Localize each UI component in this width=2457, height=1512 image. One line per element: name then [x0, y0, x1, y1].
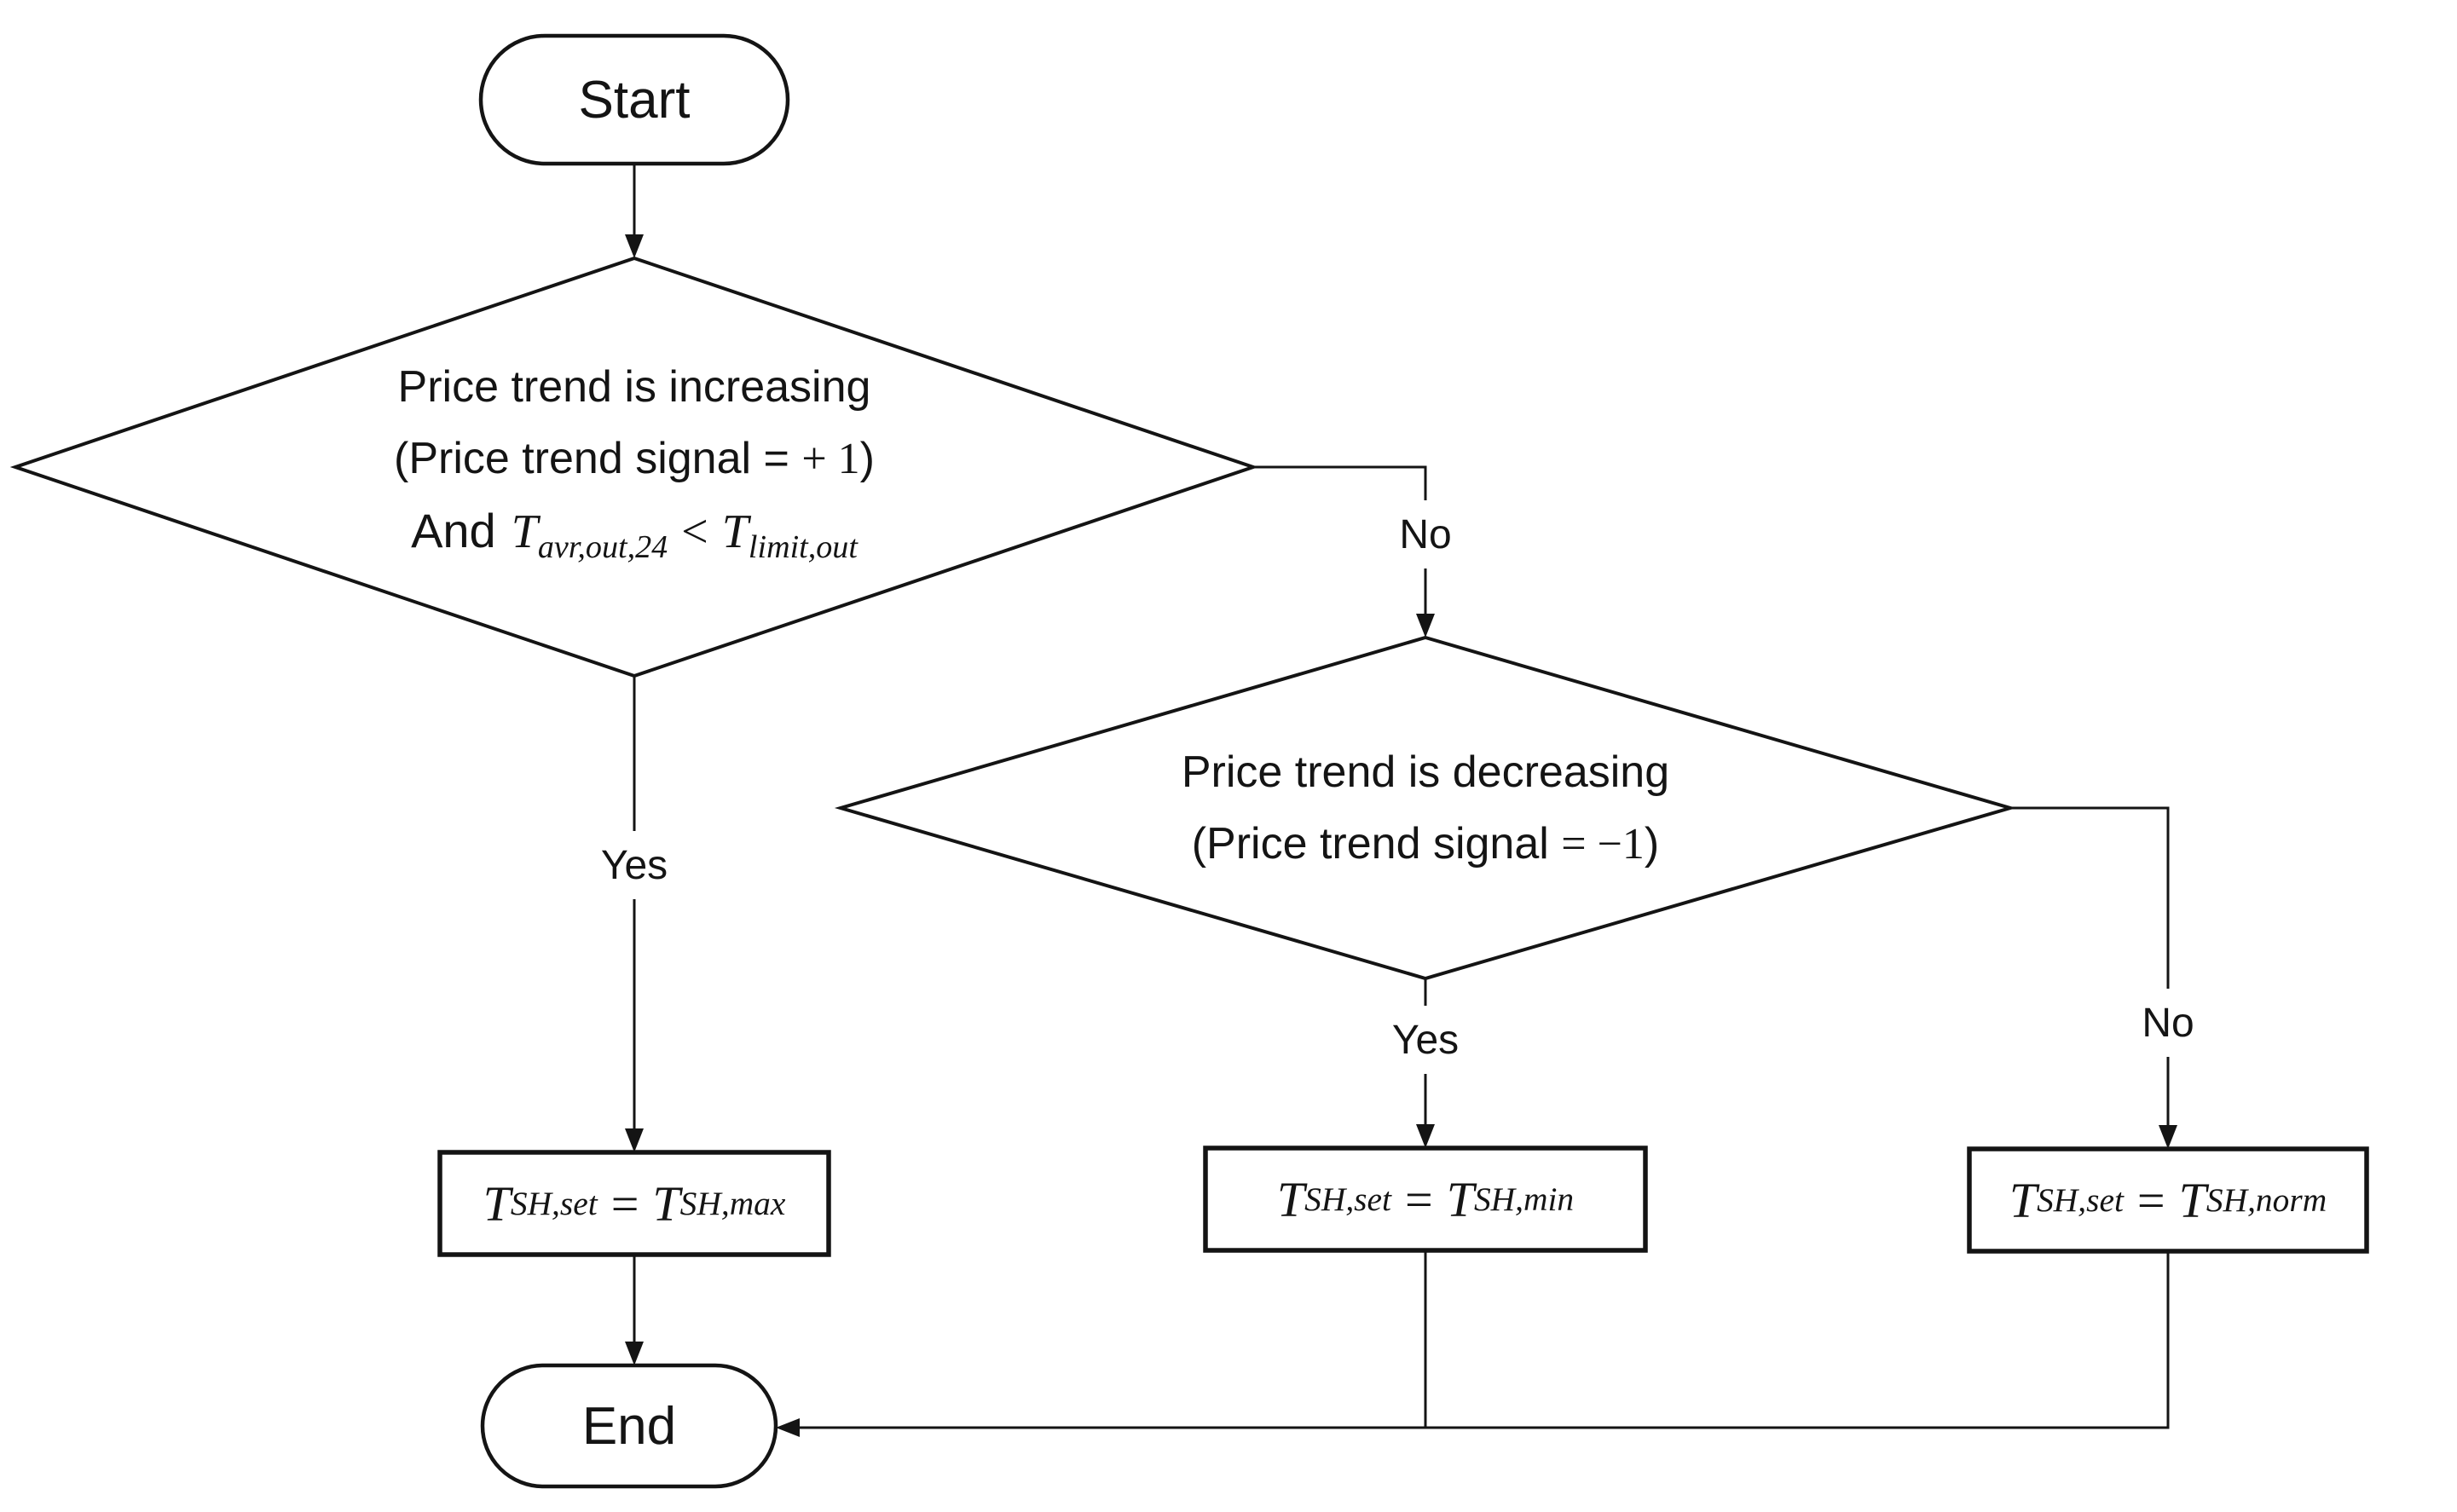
math-tsh-set-sub: SH,set	[1304, 1180, 1391, 1218]
start-node-shape	[478, 33, 790, 166]
math-equals-operator: =	[610, 1175, 639, 1232]
math-t-avr-sub: avr,out,24	[537, 529, 668, 566]
math-tsh-max-sub: SH,max	[679, 1185, 786, 1222]
math-t-avr-base: T	[511, 505, 538, 558]
math-tsh-norm-base: T	[2178, 1172, 2206, 1228]
decision1-line2-pre: (Price trend signal =	[394, 433, 789, 483]
math-tsh-set-base: T	[483, 1175, 511, 1232]
arrowhead-into-end-right	[776, 1418, 800, 1437]
edge-decision1-no	[1253, 465, 1427, 634]
arrowhead-into-decision1	[625, 234, 644, 258]
decision2-line2-post: )	[1644, 818, 1660, 869]
math-tsh-norm-sub: SH,norm	[2206, 1181, 2327, 1219]
math-t-limit-sub: limit,out	[748, 529, 858, 566]
label-decision2-yes: Yes	[1374, 1006, 1477, 1074]
label-decision1-no: No	[1374, 500, 1477, 568]
arrowhead-into-assign-max	[625, 1128, 644, 1152]
math-tsh-set-base: T	[2009, 1172, 2038, 1228]
label-decision1-yes: Yes	[583, 831, 685, 899]
math-equals-operator: =	[1404, 1171, 1433, 1227]
assign-max-box-shape	[437, 1150, 831, 1257]
edge-decision2-no	[2010, 806, 2170, 1146]
math-tsh-set-sub: SH,set	[2037, 1181, 2124, 1219]
assign-norm-box-shape	[1967, 1146, 2369, 1254]
decision2-line2-pre: (Price trend signal	[1191, 818, 1549, 869]
decision1-line1: Price trend is increasing	[397, 361, 871, 412]
decision2-label: Price trend is decreasing (Price trend s…	[897, 714, 1954, 902]
math-equals-operator: =	[2136, 1172, 2165, 1228]
decision1-line2-post: )	[859, 433, 875, 483]
end-node-shape	[480, 1363, 778, 1489]
end-text: End	[581, 1396, 677, 1456]
decision1-label: Price trend is increasing (Price trend s…	[165, 331, 1103, 603]
edge-merge-to-end	[781, 1251, 2170, 1429]
math-tsh-set-sub: SH,set	[510, 1185, 598, 1222]
decision2-line2-math: = −1	[1561, 819, 1645, 869]
decision1-line2-math: + 1	[801, 434, 860, 483]
label-decision2-no: No	[2117, 989, 2219, 1057]
decision1-diamond-shape	[9, 256, 1259, 678]
decision1-and-text: And	[411, 503, 496, 557]
math-tsh-min-sub: SH,min	[1473, 1180, 1575, 1218]
assign-min-box-shape	[1203, 1146, 1648, 1253]
decision1-line2: (Price trend signal = + 1)	[394, 423, 875, 495]
decision2-line2: (Price trend signal = −1)	[1192, 808, 1660, 880]
end-node-label: End	[483, 1365, 776, 1486]
arrowhead-into-assign-min	[1416, 1124, 1435, 1148]
math-tsh-min-base: T	[1446, 1171, 1474, 1227]
math-less-than-operator: <	[681, 505, 708, 558]
arrowhead-into-end-top	[625, 1342, 644, 1365]
decision2-diamond-shape	[834, 635, 2017, 981]
math-tsh-max-base: T	[652, 1175, 680, 1232]
arrowhead-into-decision2	[1416, 614, 1435, 638]
math-tsh-set-base: T	[1276, 1171, 1305, 1227]
math-t-limit-base: T	[721, 505, 749, 558]
start-node-label: Start	[481, 36, 788, 164]
decision2-line1: Price trend is decreasing	[1181, 747, 1670, 797]
start-text: Start	[578, 70, 691, 130]
arrowhead-into-assign-norm	[2159, 1125, 2177, 1149]
